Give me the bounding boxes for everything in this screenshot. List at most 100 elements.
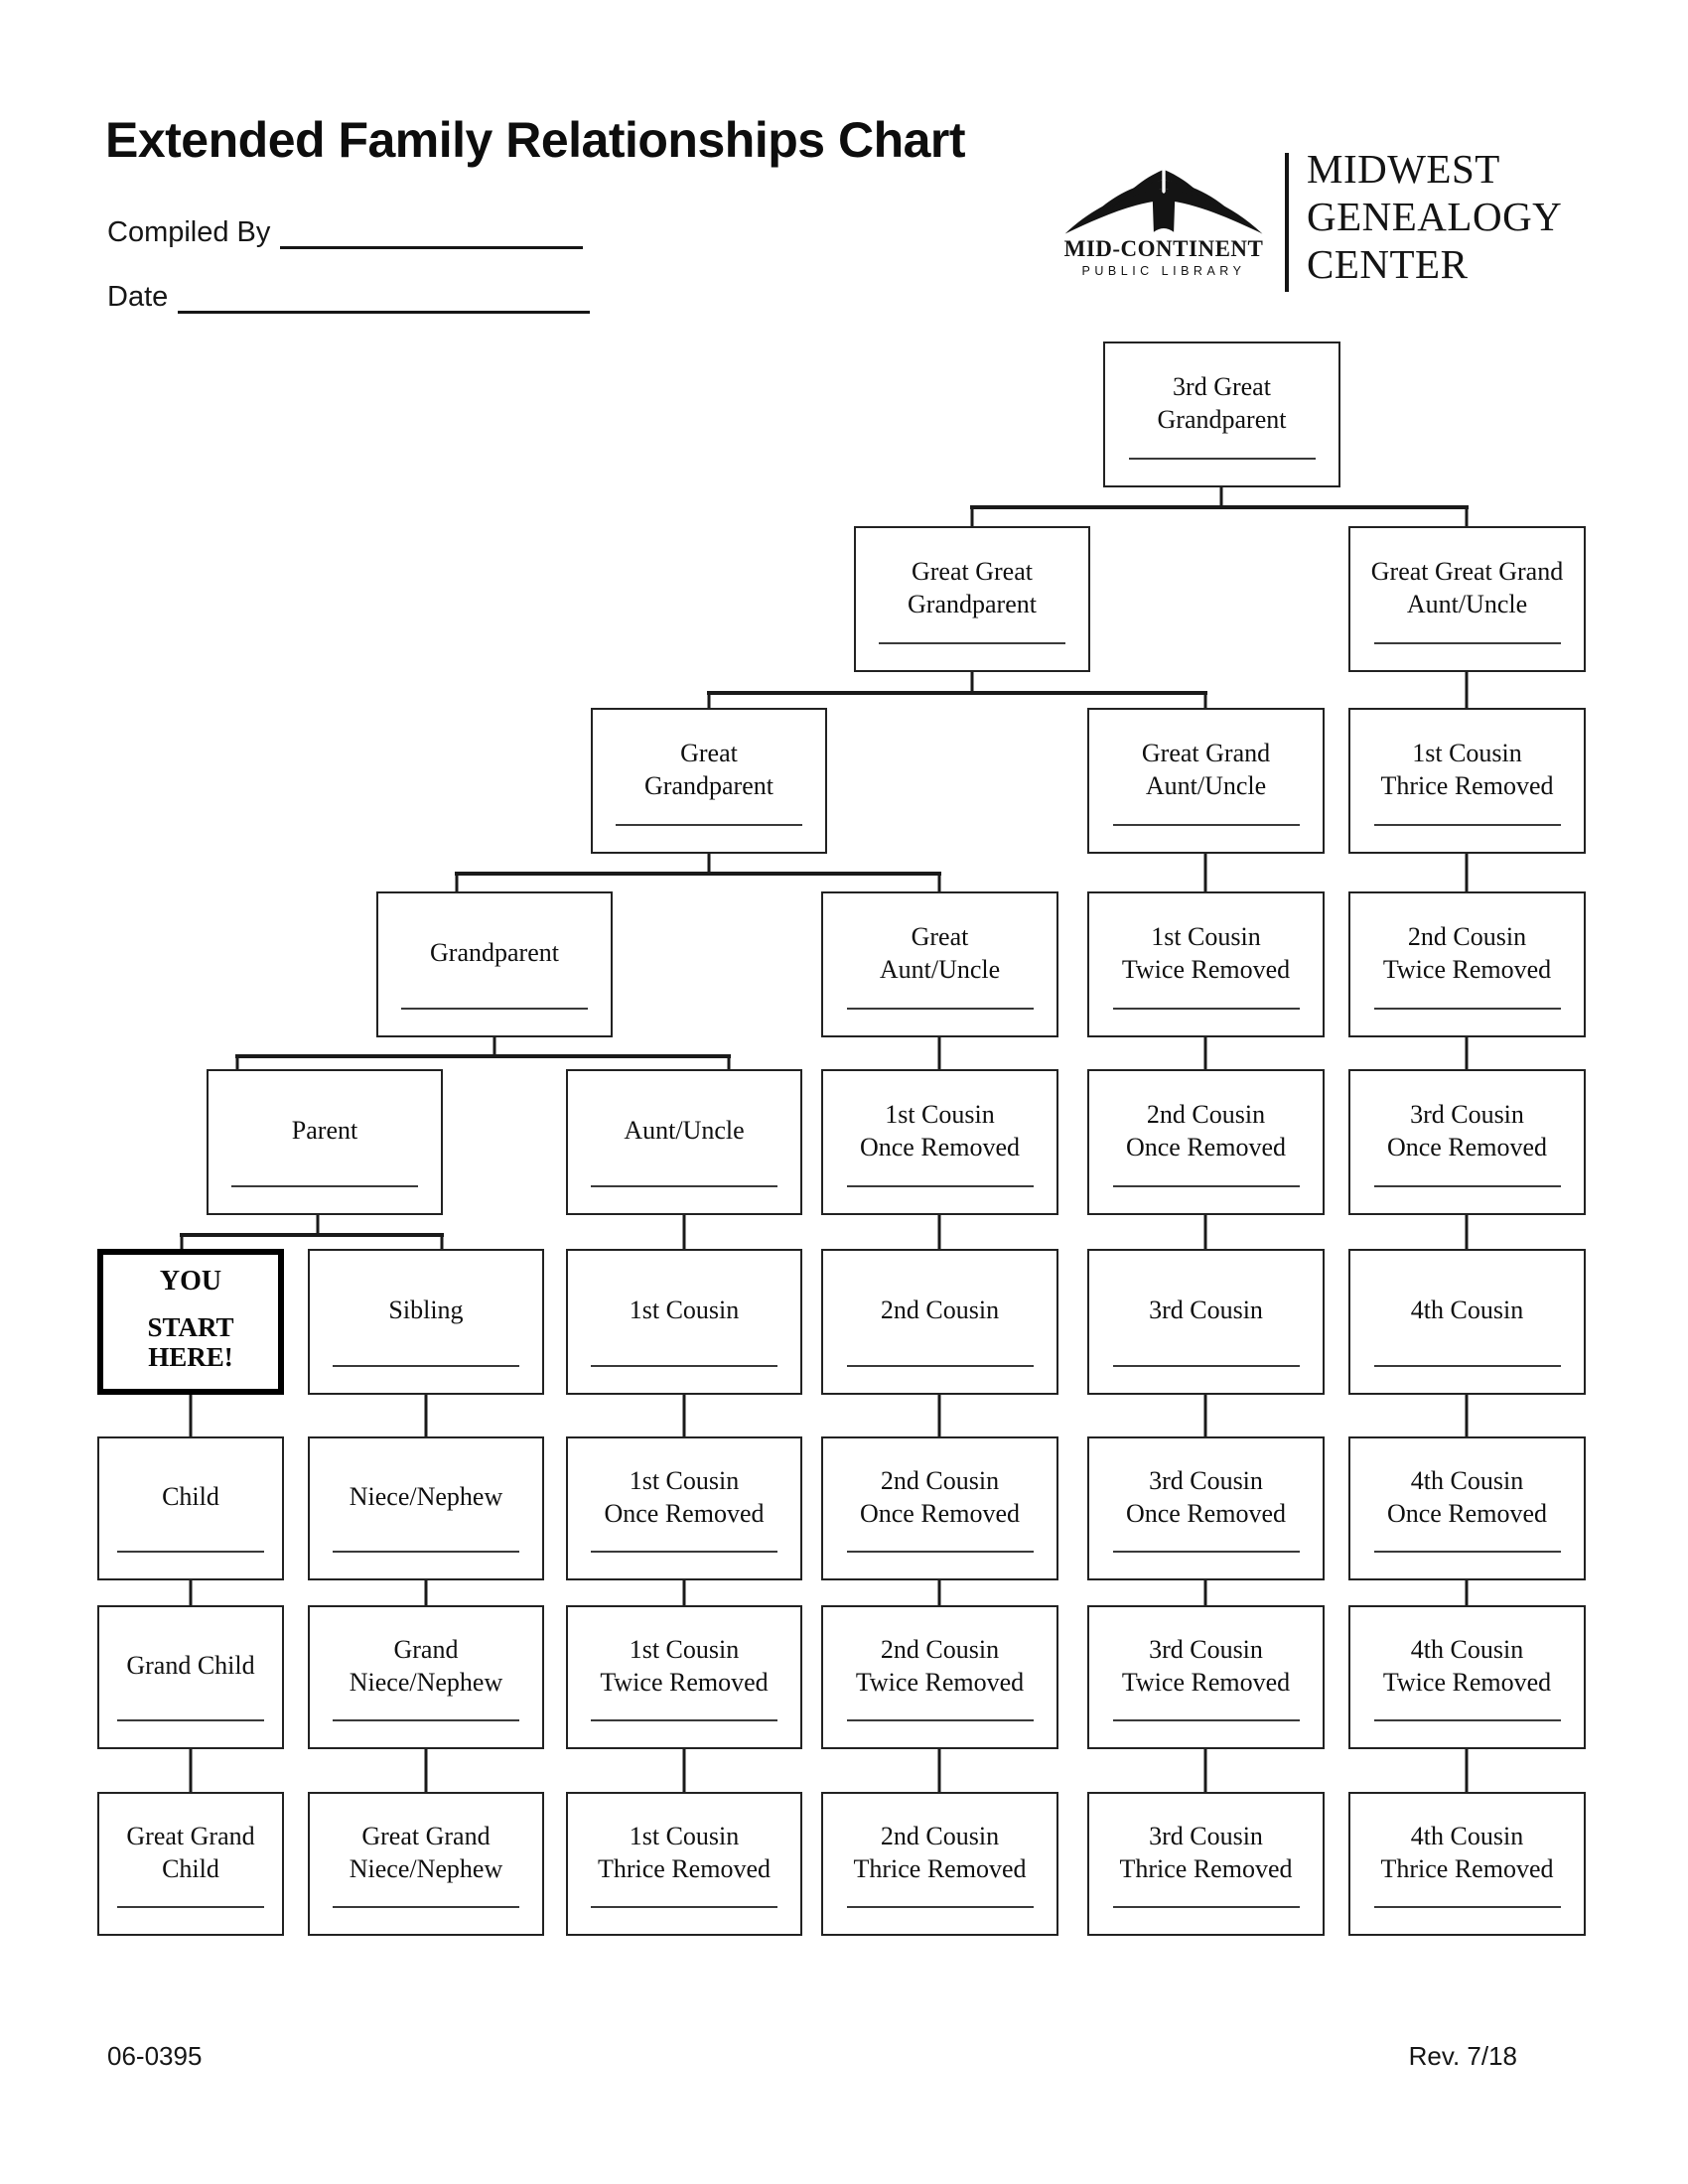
start-here-box: YOU START HERE! (97, 1249, 284, 1395)
write-in-line (1128, 458, 1316, 460)
write-in-line (1112, 824, 1300, 826)
node-child: Child (97, 1436, 284, 1580)
write-in-line (1112, 1008, 1300, 1010)
node-label: Parent (291, 1116, 358, 1145)
date-row: Date (107, 281, 591, 314)
write-in-line (846, 1719, 1034, 1721)
library-tagline: PUBLIC LIBRARY (1081, 264, 1246, 278)
node-sibling: Sibling (308, 1249, 544, 1395)
revision-label: Rev. 7/18 (1408, 2041, 1517, 2071)
write-in-line (846, 1185, 1034, 1187)
open-book-icon (1064, 170, 1263, 234)
node-label: 2nd Cousin (880, 1296, 1000, 1324)
center-name-line: CENTER (1307, 241, 1469, 287)
write-in-line (591, 1906, 777, 1908)
write-in-line (117, 1719, 264, 1721)
write-in-line (616, 824, 802, 826)
write-in-line (401, 1008, 588, 1010)
node-3rd-cousin: 3rd Cousin (1087, 1249, 1325, 1395)
node-label: Grand Child (126, 1651, 255, 1680)
write-in-line (1373, 1365, 1561, 1367)
compiled-by-row: Compiled By (107, 216, 584, 249)
start-box-start: START (147, 1312, 234, 1342)
write-in-line (1373, 1008, 1561, 1010)
write-in-line (1373, 824, 1561, 826)
write-in-line (591, 1719, 777, 1721)
write-in-line (1112, 1185, 1300, 1187)
write-in-line (1373, 1185, 1561, 1187)
write-in-line (1373, 642, 1561, 644)
write-in-line (591, 1551, 777, 1553)
write-in-line (1373, 1906, 1561, 1908)
write-in-line (333, 1906, 519, 1908)
node-aunt-uncle: Aunt/Uncle (566, 1069, 802, 1215)
node-label: Child (162, 1482, 219, 1511)
write-in-line (1112, 1906, 1300, 1908)
write-in-line (231, 1185, 418, 1187)
node-grand-child: Grand Child (97, 1605, 284, 1749)
node-label: Aunt/Uncle (624, 1116, 745, 1145)
node-label: Grandparent (430, 938, 559, 967)
date-label: Date (107, 281, 169, 313)
write-in-line (846, 1365, 1034, 1367)
write-in-line (1373, 1719, 1561, 1721)
start-box-you: YOU (159, 1266, 222, 1297)
write-in-line (846, 1906, 1034, 1908)
start-box-here: HERE! (148, 1342, 233, 1372)
compiled-by-write-in-line (280, 216, 584, 249)
write-in-line (333, 1719, 519, 1721)
write-in-line (117, 1906, 264, 1908)
write-in-line (1112, 1551, 1300, 1553)
genealogy-center-name: MIDWEST GENEALOGY CENTER (1307, 145, 1562, 288)
node-2nd-cousin: 2nd Cousin (821, 1249, 1058, 1395)
node-grandparent: Grandparent (376, 891, 613, 1037)
form-number: 06-0395 (107, 2041, 203, 2071)
write-in-line (333, 1551, 519, 1553)
write-in-line (1112, 1365, 1300, 1367)
write-in-line (591, 1365, 777, 1367)
write-in-line (1112, 1719, 1300, 1721)
page-title: Extended Family Relationships Chart (105, 112, 966, 168)
node-niece-nephew: Niece/Nephew (308, 1436, 544, 1580)
node-label: Sibling (388, 1296, 464, 1324)
logo-divider (1285, 153, 1289, 292)
write-in-line (333, 1365, 519, 1367)
write-in-line (846, 1008, 1034, 1010)
node-parent: Parent (207, 1069, 443, 1215)
